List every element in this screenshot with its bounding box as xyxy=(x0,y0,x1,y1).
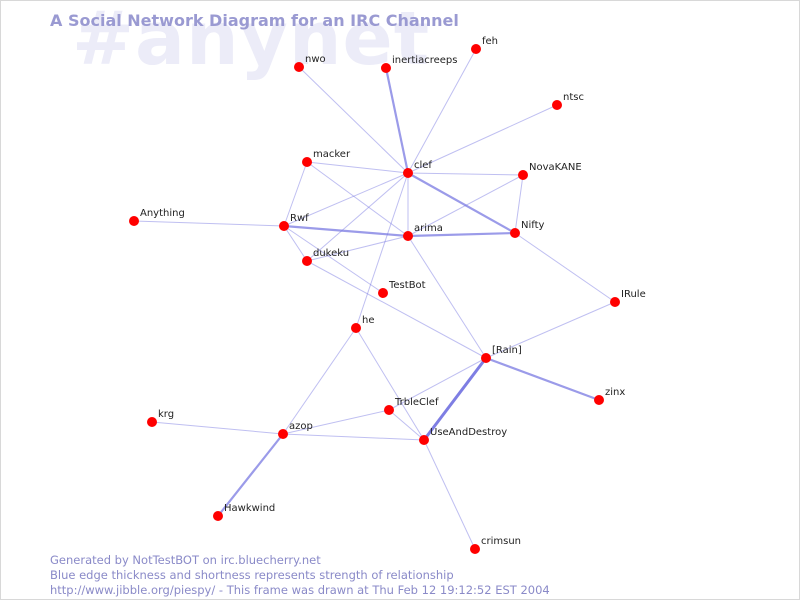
node-hawkwind xyxy=(213,511,223,521)
edge-arima-nifty xyxy=(407,231,516,238)
edge-macker-rwf xyxy=(283,161,308,227)
edge-useanddestroy-crimsun xyxy=(423,439,476,550)
node-nwo xyxy=(294,62,304,72)
edge-trbleclef-useanddestroy xyxy=(388,409,425,441)
channel-watermark: #anynet xyxy=(72,0,431,82)
edge-clef-dukeku xyxy=(306,172,409,262)
node-label-clef: clef xyxy=(414,160,432,171)
edge-clef-rwf xyxy=(283,172,409,227)
edge-dukeku-rain xyxy=(306,260,487,359)
footer-generated-by: Generated by NotTestBOT on irc.bluecherr… xyxy=(50,553,321,567)
node-label-crimsun: crimsun xyxy=(481,536,521,547)
node-rain xyxy=(481,353,491,363)
edge-trbleclef-azop xyxy=(282,409,390,435)
node-nifty xyxy=(510,228,520,238)
node-label-macker: macker xyxy=(313,149,351,160)
node-label-useanddestroy: UseAndDestroy xyxy=(430,427,507,438)
node-krg xyxy=(147,417,157,427)
node-label-he: he xyxy=(362,315,375,326)
edge-clef-ntsc xyxy=(407,104,558,174)
node-ntsc xyxy=(552,100,562,110)
edge-rain-trbleclef xyxy=(388,357,487,411)
edge-irule-rain xyxy=(485,301,616,359)
edge-he-useanddestroy xyxy=(355,327,425,441)
node-label-anything: Anything xyxy=(140,208,185,219)
footer-frame-info: http://www.jibble.org/piespy/ - This fra… xyxy=(50,583,550,597)
node-rwf xyxy=(279,221,289,231)
node-he xyxy=(351,323,361,333)
node-label-novakane: NovaKANE xyxy=(529,162,582,173)
node-label-nifty: Nifty xyxy=(521,220,545,231)
edge-rwf-arima xyxy=(283,224,409,238)
edge-clef-inertiacreeps xyxy=(384,67,410,174)
node-label-hawkwind: Hawkwind xyxy=(224,503,275,514)
edge-anything-rwf xyxy=(133,220,285,227)
node-label-krg: krg xyxy=(158,409,174,420)
node-label-irule: IRule xyxy=(621,289,646,300)
edge-krg-azop xyxy=(151,421,284,435)
edge-he-azop xyxy=(282,327,357,435)
node-label-trbleclef: TrbleClef xyxy=(394,397,439,408)
node-inertiacreeps xyxy=(381,63,391,73)
node-useanddestroy xyxy=(419,435,429,445)
node-label-rain: [Rain] xyxy=(492,345,522,356)
edge-rwf-testbot xyxy=(283,225,384,294)
edge-arima-novakane xyxy=(407,174,524,237)
node-label-dukeku: dukeku xyxy=(313,248,349,259)
node-label-testbot: TestBot xyxy=(388,280,426,291)
node-label-rwf: Rwf xyxy=(290,213,309,224)
node-dukeku xyxy=(302,256,312,266)
footer-legend-note: Blue edge thickness and shortness repres… xyxy=(50,568,454,582)
node-crimsun xyxy=(470,544,480,554)
edge-arima-dukeku xyxy=(306,235,409,262)
edge-clef-he xyxy=(355,172,409,329)
edge-arima-rain xyxy=(407,235,487,359)
edge-nifty-novakane xyxy=(514,174,524,234)
edge-layer xyxy=(133,48,616,550)
node-testbot xyxy=(378,288,388,298)
node-novakane xyxy=(518,170,528,180)
node-label-ntsc: ntsc xyxy=(563,92,584,103)
node-label-feh: feh xyxy=(482,36,498,47)
node-irule xyxy=(610,297,620,307)
edge-rwf-dukeku xyxy=(283,225,308,262)
edge-macker-arima xyxy=(306,161,409,237)
node-label-azop: azop xyxy=(289,421,313,432)
node-label-zinx: zinx xyxy=(605,387,625,398)
node-trbleclef xyxy=(384,405,394,415)
node-clef xyxy=(403,168,413,178)
edge-clef-feh xyxy=(407,48,477,174)
edge-azop-useanddestroy xyxy=(282,433,425,441)
node-arima xyxy=(403,231,413,241)
diagram-title: A Social Network Diagram for an IRC Chan… xyxy=(50,11,459,30)
edge-nifty-irule xyxy=(514,232,616,303)
node-macker xyxy=(302,157,312,167)
edge-clef-novakane xyxy=(407,172,524,176)
edge-rain-useanddestroy xyxy=(422,357,488,441)
node-label-nwo: nwo xyxy=(305,54,326,65)
node-label-arima: arima xyxy=(414,223,443,234)
edge-rain-zinx xyxy=(485,356,600,402)
node-azop xyxy=(278,429,288,439)
node-zinx xyxy=(594,395,604,405)
node-label-inertiacreeps: inertiacreeps xyxy=(392,55,457,66)
edge-clef-nwo xyxy=(298,66,409,174)
node-anything xyxy=(129,216,139,226)
footer: Generated by NotTestBOT on irc.bluecherr… xyxy=(50,553,550,598)
edge-azop-hawkwind xyxy=(217,433,284,517)
node-layer: nwo inertiacreeps feh ntsc macker clef NovaKAN… xyxy=(129,36,646,554)
node-feh xyxy=(471,44,481,54)
edge-clef-macker xyxy=(306,161,409,174)
edge-clef-nifty xyxy=(407,172,516,234)
